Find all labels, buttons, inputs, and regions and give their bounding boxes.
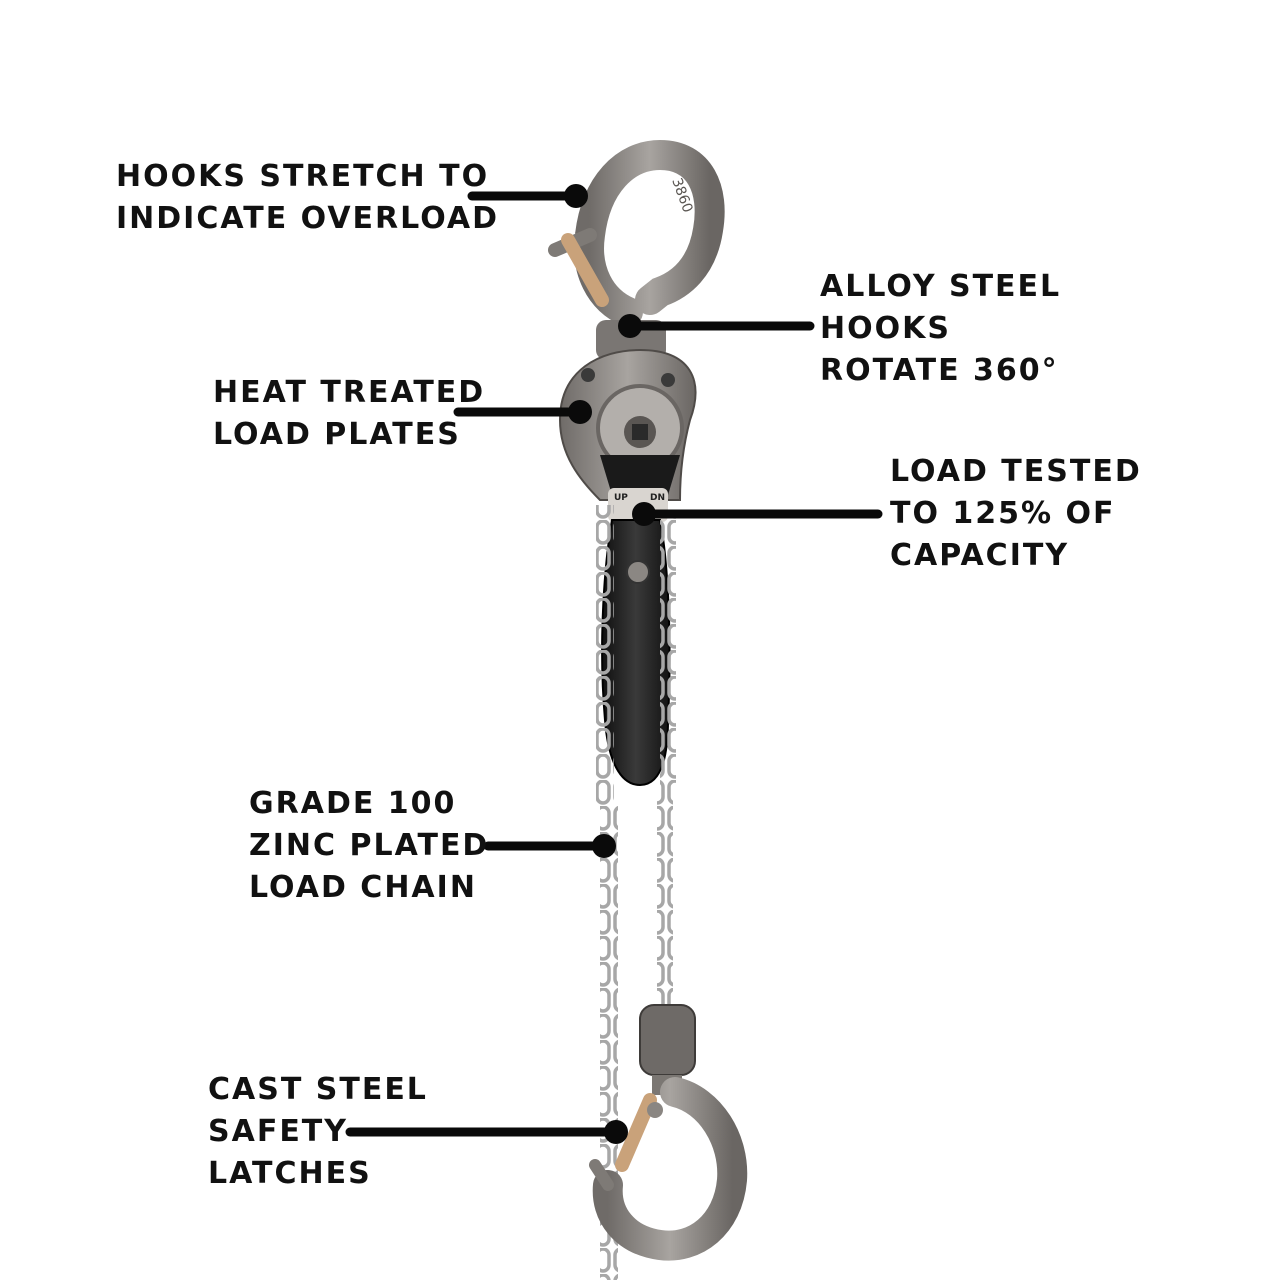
top-safety-latch xyxy=(561,233,609,307)
callout-text: LOAD TESTED xyxy=(890,454,1142,489)
callout-text: HEAT TREATED xyxy=(213,375,486,410)
callout-text: LOAD CHAIN xyxy=(249,870,477,905)
callout-text: ROTATE 360° xyxy=(820,353,1059,388)
callout-text: GRADE 100 xyxy=(249,786,457,821)
slack-chain xyxy=(657,795,673,1005)
load-chain-left xyxy=(596,505,614,805)
leader-cast-steel xyxy=(345,1120,628,1144)
leader-heat-treated xyxy=(453,400,592,424)
leader-grade-100 xyxy=(483,834,616,858)
callout-text: LOAD PLATES xyxy=(213,417,461,452)
selector-up-label: UP xyxy=(614,493,628,503)
callout-text: HOOKS STRETCH TO xyxy=(116,159,490,194)
bottom-safety-latch xyxy=(615,1093,657,1172)
selector-down-label: DN xyxy=(650,493,665,503)
hand-chain-right xyxy=(660,515,676,795)
callout-text: CAST STEEL xyxy=(208,1072,428,1107)
callout-cast-steel: CAST STEEL SAFETY LATCHES xyxy=(208,1069,428,1195)
callout-text: HOOKS xyxy=(820,311,951,346)
callout-text: ALLOY STEEL xyxy=(820,269,1062,304)
callout-alloy-steel: ALLOY STEEL HOOKS ROTATE 360° xyxy=(820,266,1061,392)
callout-hooks-stretch: HOOKS STRETCH TO INDICATE OVERLOAD xyxy=(116,156,499,240)
callout-heat-treated: HEAT TREATED LOAD PLATES xyxy=(213,372,485,456)
callout-text: SAFETY xyxy=(208,1114,348,1149)
callout-load-tested: LOAD TESTED TO 125% OF CAPACITY xyxy=(890,451,1142,577)
leader-lines xyxy=(345,184,883,1144)
hoist-body xyxy=(558,348,697,505)
top-hook: 3860 xyxy=(548,139,725,327)
callout-text: LATCHES xyxy=(208,1156,372,1191)
callout-text: ZINC PLATED xyxy=(249,828,490,863)
load-chain-lower xyxy=(600,805,618,1280)
callout-text: CAPACITY xyxy=(890,538,1070,573)
callout-text: TO 125% OF xyxy=(890,496,1116,531)
callout-grade-100: GRADE 100 ZINC PLATED LOAD CHAIN xyxy=(249,783,489,909)
bottom-hook xyxy=(589,1004,748,1261)
leader-load-tested xyxy=(632,502,883,526)
leader-alloy-steel xyxy=(618,314,815,338)
callout-text: INDICATE OVERLOAD xyxy=(116,201,500,236)
leader-hooks-stretch xyxy=(467,184,588,208)
